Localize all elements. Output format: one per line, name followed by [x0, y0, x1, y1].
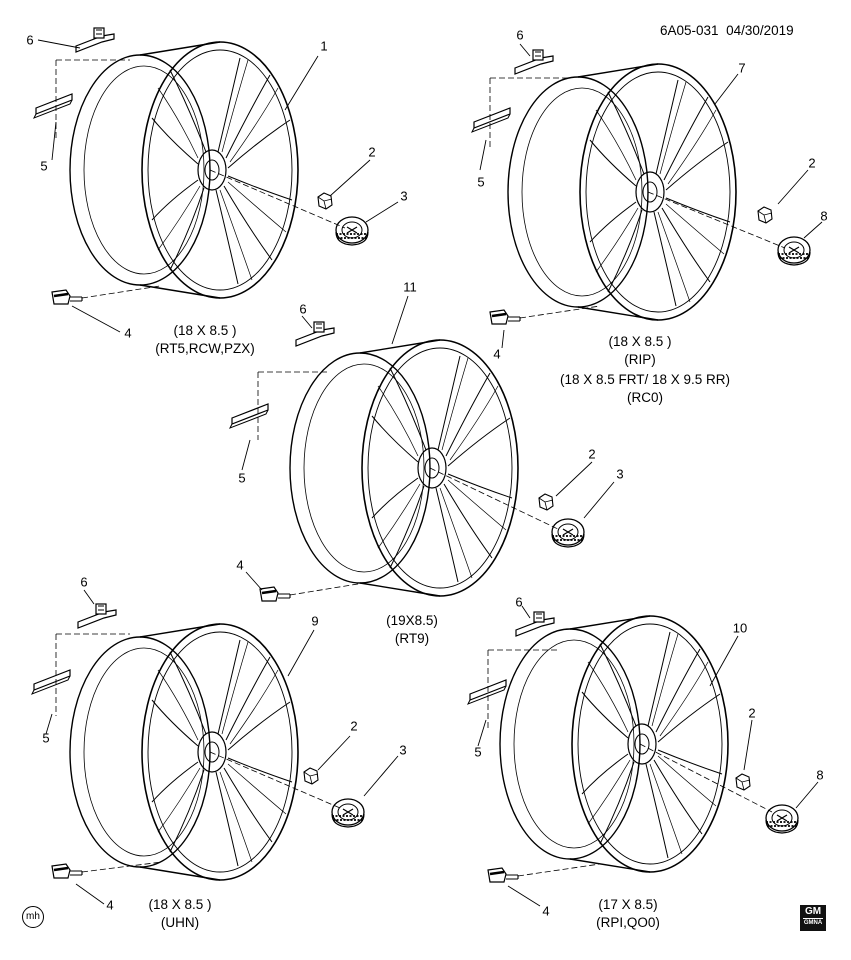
wheel-1-size: (18 X 8.5 )	[173, 323, 237, 338]
wheel-7-assembly	[471, 43, 823, 349]
wheel-11-assembly	[229, 295, 615, 603]
wheel-10-assembly	[467, 605, 819, 907]
tpms-valve-icon	[50, 288, 84, 306]
tpms-valve-icon	[50, 862, 84, 880]
gm-logo-text: GM	[804, 906, 822, 917]
wheel-11-size: (19X8.5)	[386, 613, 438, 628]
callout-3: 3	[399, 742, 407, 758]
wheel-7-alt-codes: (RC0)	[627, 390, 663, 405]
callout-4: 4	[124, 325, 132, 341]
wheel-icon	[499, 615, 729, 873]
wheel-7-codes: (RIP)	[624, 352, 656, 367]
wheel-1-assembly	[33, 27, 399, 333]
lug-nut-icon	[303, 767, 319, 785]
balance-weight-icon	[514, 49, 554, 75]
balance-weight-icon	[31, 669, 71, 695]
wheel-1-codes: (RT5,RCW,PZX)	[155, 341, 255, 356]
callout-2: 2	[368, 144, 376, 160]
center-cap-icon	[777, 236, 811, 266]
center-cap-icon	[335, 216, 369, 246]
tpms-valve-icon	[488, 308, 522, 326]
callout-2: 2	[350, 718, 358, 734]
gm-logo: GM GMNA	[800, 905, 826, 931]
balance-weight-icon	[33, 93, 73, 119]
wheel-7-size: (18 X 8.5 )	[608, 334, 672, 349]
wheel-9-codes: (UHN)	[160, 915, 200, 930]
callout-10: 10	[732, 620, 748, 636]
callout-6: 6	[515, 594, 523, 610]
lug-nut-icon	[757, 206, 773, 224]
callout-6: 6	[516, 27, 524, 43]
callout-2: 2	[808, 155, 816, 171]
drawing-id: 6A05-031 04/30/2019	[660, 23, 794, 38]
wheel-icon	[289, 339, 519, 597]
balance-weight-icon	[75, 27, 115, 53]
lug-nut-icon	[735, 773, 751, 791]
balance-weight-icon	[295, 321, 335, 347]
wheel-10-size: (17 X 8.5)	[598, 897, 658, 912]
callout-7: 7	[738, 60, 746, 76]
wheel-icon	[507, 63, 737, 321]
callout-5: 5	[238, 470, 246, 486]
lug-nut-icon	[317, 192, 333, 210]
callout-11: 11	[403, 279, 417, 295]
callout-8: 8	[820, 208, 828, 224]
wheel-7-alt-size: (18 X 8.5 FRT/ 18 X 9.5 RR)	[559, 372, 731, 387]
callout-6: 6	[26, 32, 34, 48]
callout-2: 2	[748, 705, 756, 721]
callout-4: 4	[106, 897, 114, 913]
drawing-id-text: 6A05-031	[660, 23, 719, 38]
lug-nut-icon	[538, 493, 554, 511]
callout-6: 6	[299, 301, 307, 317]
tpms-valve-icon	[258, 585, 292, 603]
callout-3: 3	[616, 466, 624, 482]
callout-1: 1	[320, 38, 328, 54]
callout-5: 5	[474, 744, 482, 760]
callout-3: 3	[400, 188, 408, 204]
callout-5: 5	[42, 730, 50, 746]
wheel-11-codes: (RT9)	[394, 631, 430, 646]
callout-4: 4	[236, 557, 244, 573]
center-cap-icon	[765, 804, 799, 834]
callout-4: 4	[493, 346, 501, 362]
mh-mark: mh	[22, 906, 44, 928]
wheel-9-size: (18 X 8.5 )	[148, 897, 212, 912]
callout-2: 2	[588, 446, 596, 462]
callout-5: 5	[477, 174, 485, 190]
balance-weight-icon	[229, 403, 269, 429]
callout-6: 6	[80, 574, 88, 590]
balance-weight-icon	[77, 603, 117, 629]
wheel-icon	[69, 41, 299, 299]
callout-5: 5	[40, 158, 48, 174]
callout-9: 9	[311, 613, 319, 629]
callout-4: 4	[542, 903, 550, 919]
balance-weight-icon	[467, 679, 507, 705]
wheel-9-assembly	[31, 589, 399, 905]
wheel-10-codes: (RPI,QO0)	[596, 915, 660, 930]
tpms-valve-icon	[486, 866, 520, 884]
drawing-date: 04/30/2019	[726, 23, 794, 38]
balance-weight-icon	[515, 611, 555, 637]
callout-8: 8	[816, 767, 824, 783]
wheel-icon	[69, 623, 299, 881]
center-cap-icon	[551, 518, 585, 548]
center-cap-icon	[331, 798, 365, 828]
balance-weight-icon	[471, 107, 511, 133]
gm-logo-sub: GMNA	[803, 918, 823, 926]
